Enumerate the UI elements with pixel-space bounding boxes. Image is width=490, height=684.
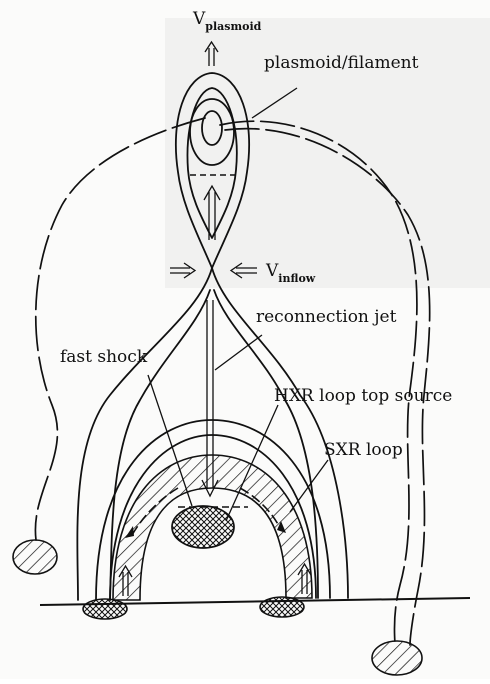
fast-shock-label: fast shock (60, 347, 148, 367)
plasmoid-filament-label: plasmoid/filament (264, 53, 419, 73)
right-hxr-footpoint (260, 597, 304, 617)
hxr-loop-top-source-label: HXR loop top source (274, 386, 452, 406)
hxr-loop-top-source (172, 506, 234, 548)
sxr-loop-label: SXR loop (324, 440, 403, 460)
left-hxr-footpoint (83, 599, 127, 619)
left-footpoint-source (13, 540, 57, 574)
reconnection-jet-label: reconnection jet (256, 307, 397, 327)
right-footpoint-source (372, 641, 422, 675)
